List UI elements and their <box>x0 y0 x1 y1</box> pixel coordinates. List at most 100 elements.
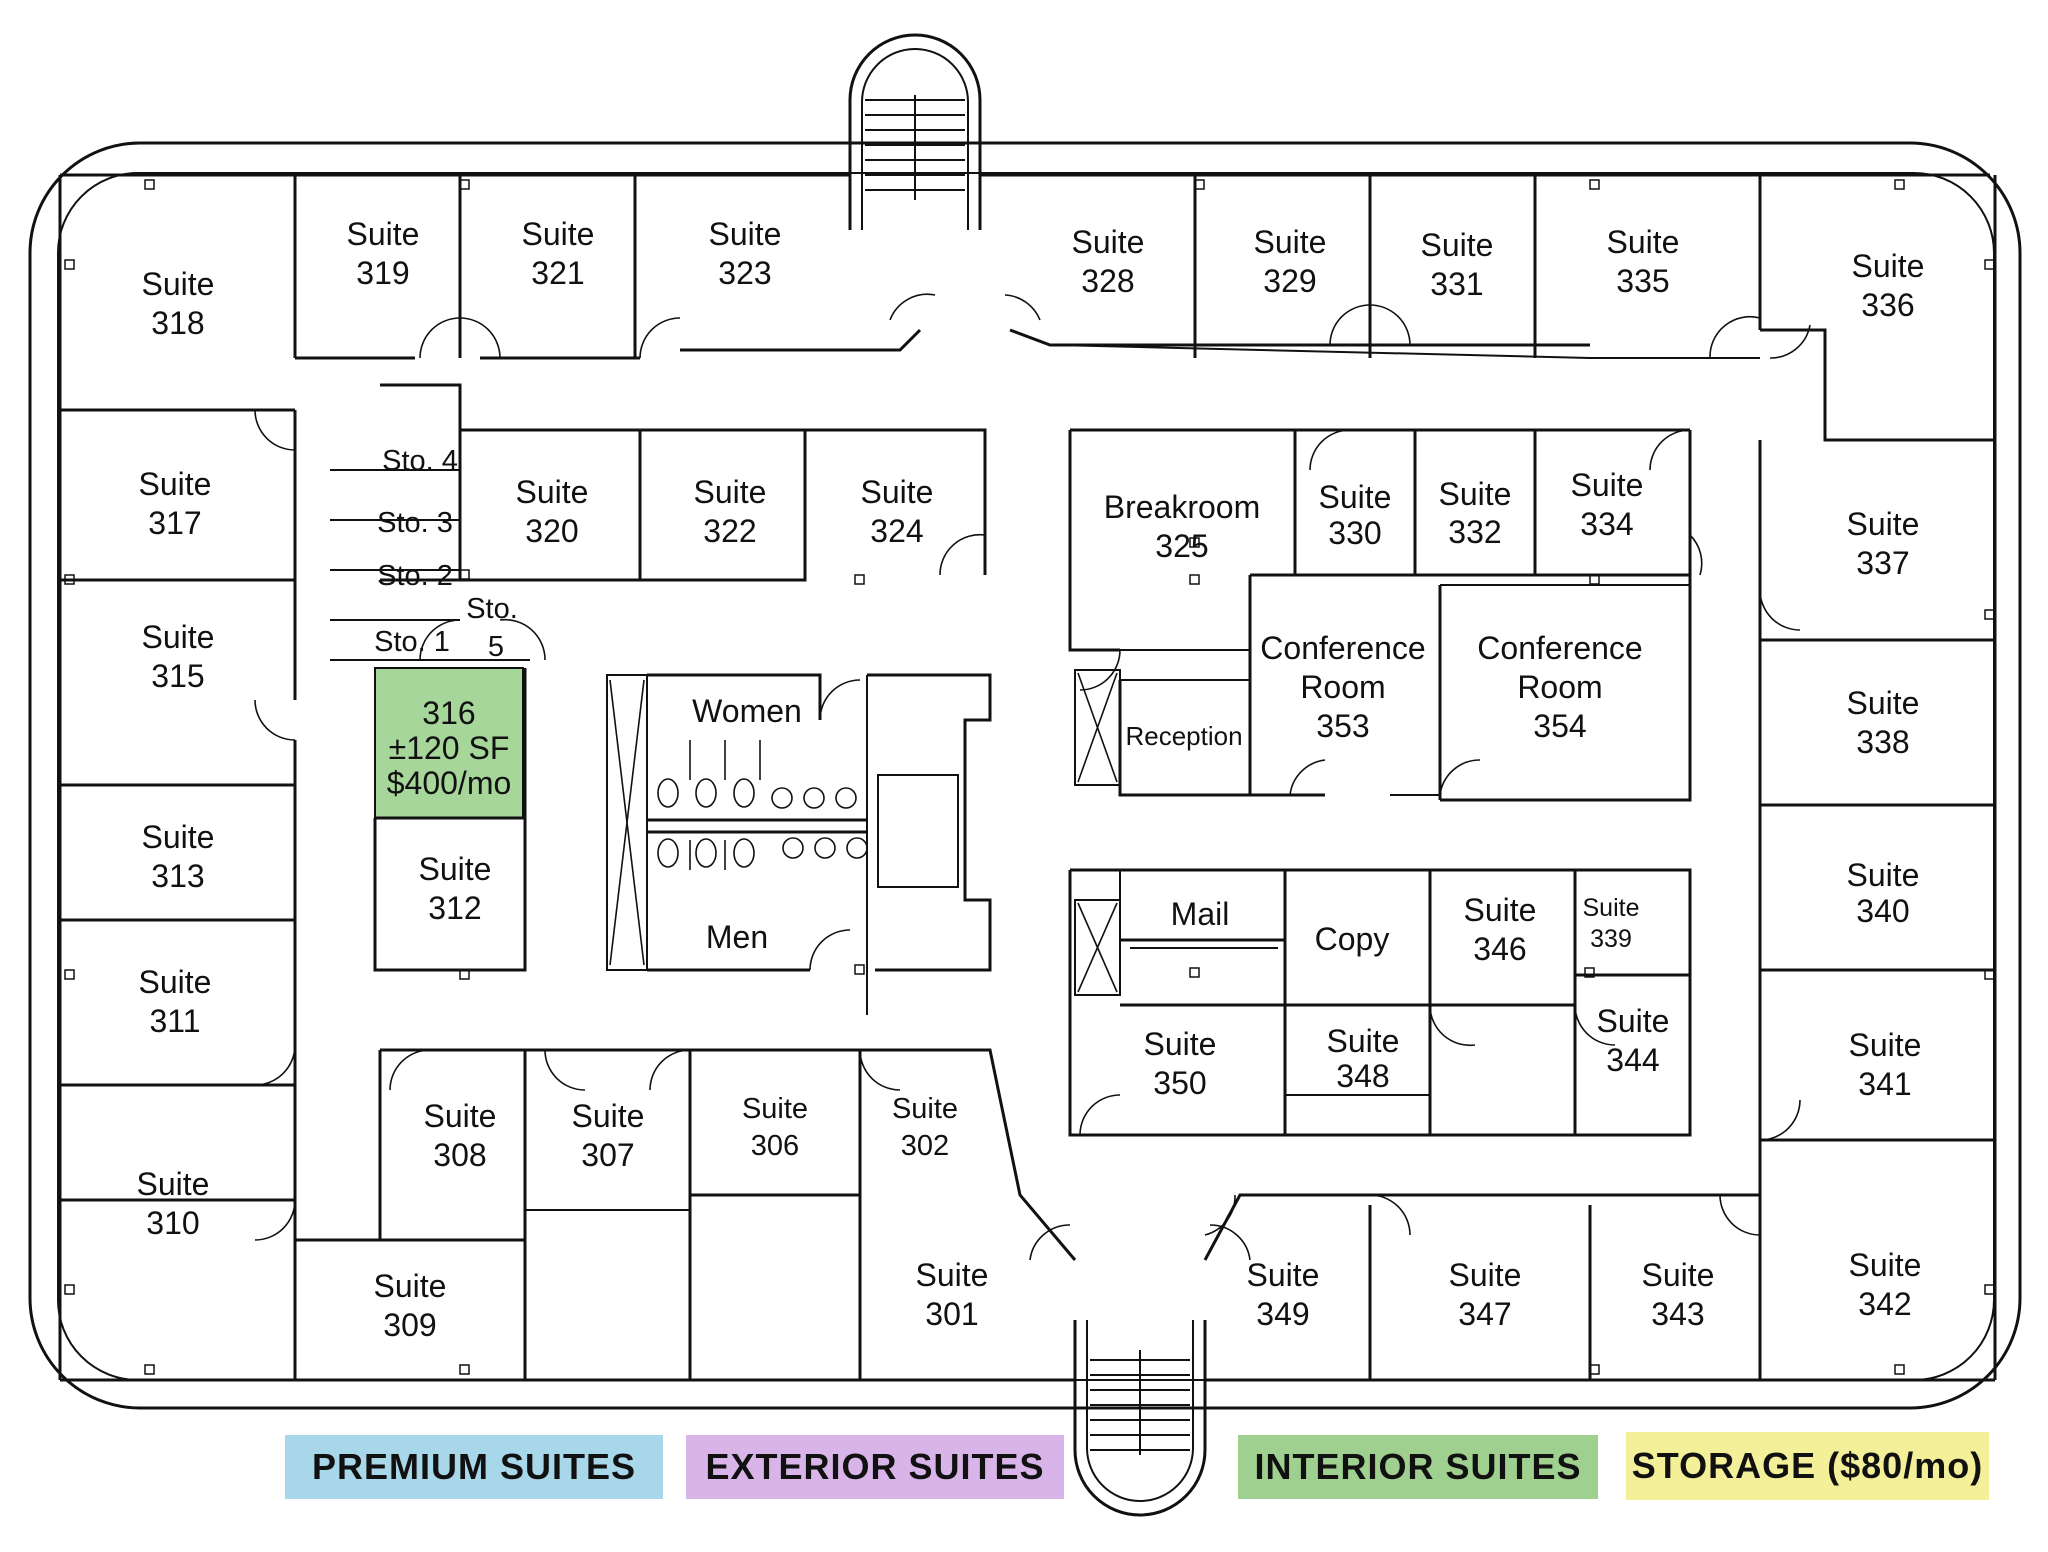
room-label-316-line1: 316 <box>422 695 475 731</box>
room-label-322-line2: 322 <box>703 513 756 549</box>
room-label-sto2: Sto. 2 <box>377 560 453 592</box>
room-label-350-line2: 350 <box>1153 1065 1206 1101</box>
room-label-320-line2: 320 <box>525 513 578 549</box>
room-label-331-line2: 331 <box>1430 266 1483 302</box>
room-label-309-line2: 309 <box>383 1307 436 1343</box>
room-label-women: Women <box>692 693 802 729</box>
room-label-340-line2: 340 <box>1856 893 1909 929</box>
room-label-347-line1: Suite <box>1449 1257 1522 1293</box>
room-label-men: Men <box>706 919 768 955</box>
room-label-322-line1: Suite <box>694 474 767 510</box>
legend-interior: INTERIOR SUITES <box>1238 1435 1598 1499</box>
room-label-323-line2: 323 <box>718 255 771 291</box>
room-label-334-line1: Suite <box>1571 467 1644 503</box>
room-label-332-line1: Suite <box>1439 476 1512 512</box>
room-label-332-line2: 332 <box>1448 514 1501 550</box>
room-label-306-line2: 306 <box>751 1130 799 1162</box>
room-label-310-line2: 310 <box>146 1205 199 1241</box>
restroom-core <box>606 673 992 1015</box>
room-label-copy: Copy <box>1315 921 1390 957</box>
room-label-348-line1: Suite <box>1327 1023 1400 1059</box>
room-label-conf353-line3: 353 <box>1316 708 1369 744</box>
room-label-316-line2: ±120 SF <box>389 730 510 766</box>
room-label-346-line2: 346 <box>1473 931 1526 967</box>
suite-316-highlight <box>374 667 524 819</box>
room-label-335-line2: 335 <box>1616 263 1669 299</box>
room-label-339-line1: Suite <box>1583 894 1640 922</box>
room-label-312-line2: 312 <box>428 890 481 926</box>
room-label-306-line1: Suite <box>742 1093 808 1125</box>
room-label-310-line1: Suite <box>137 1166 210 1202</box>
room-label-311-line2: 311 <box>149 1003 200 1039</box>
room-label-324-line2: 324 <box>870 513 923 549</box>
left-column-walls <box>58 175 297 1380</box>
legend-storage: STORAGE ($80/mo) <box>1626 1432 1989 1500</box>
interior-right-upper <box>1068 428 1692 802</box>
room-label-338-line2: 338 <box>1856 724 1909 760</box>
room-label-348-line2: 348 <box>1336 1058 1389 1094</box>
room-label-308-line2: 308 <box>433 1137 486 1173</box>
room-label-341-line1: Suite <box>1849 1027 1922 1063</box>
room-label-313-line2: 313 <box>151 858 204 894</box>
room-label-338-line1: Suite <box>1847 685 1920 721</box>
room-label-343-line1: Suite <box>1642 1257 1715 1293</box>
room-label-sto5-line1: Sto. <box>466 593 518 625</box>
room-label-conf354-line2: Room <box>1517 669 1602 705</box>
room-label-311-line1: Suite <box>139 964 212 1000</box>
room-label-309-line1: Suite <box>374 1268 447 1304</box>
interior-left-block <box>330 383 987 972</box>
room-label-343-line2: 343 <box>1651 1296 1704 1332</box>
room-label-337-line1: Suite <box>1847 506 1920 542</box>
room-label-301-line2: 301 <box>925 1296 978 1332</box>
room-label-318-line1: Suite <box>142 266 215 302</box>
room-label-breakroom-line1: Breakroom <box>1104 489 1261 525</box>
legend-exterior: EXTERIOR SUITES <box>686 1435 1064 1499</box>
room-label-breakroom-line2: 325 <box>1155 528 1208 564</box>
room-label-328-line2: 328 <box>1081 263 1134 299</box>
room-label-330-line1: Suite <box>1319 479 1392 515</box>
room-label-320-line1: Suite <box>516 474 589 510</box>
room-label-324-line1: Suite <box>861 474 934 510</box>
room-label-337-line2: 337 <box>1856 545 1909 581</box>
room-label-349-line2: 349 <box>1256 1296 1309 1332</box>
building-inner-outline <box>57 172 1995 1381</box>
room-label-344-line2: 344 <box>1606 1042 1659 1078</box>
stair-tower-bottom <box>1073 1320 1207 1517</box>
room-label-312-line1: Suite <box>419 851 492 887</box>
room-label-302-line2: 302 <box>901 1130 949 1162</box>
room-label-307-line1: Suite <box>572 1098 645 1134</box>
stair-tower-top <box>848 33 982 230</box>
room-label-339-line2: 339 <box>1590 925 1632 953</box>
room-label-sto1: Sto. 1 <box>374 626 450 658</box>
building-outline <box>28 141 2022 1410</box>
room-label-301-line1: Suite <box>916 1257 989 1293</box>
room-label-331-line1: Suite <box>1421 227 1494 263</box>
room-label-315-line1: Suite <box>142 619 215 655</box>
room-label-335-line1: Suite <box>1607 224 1680 260</box>
room-label-329-line1: Suite <box>1254 224 1327 260</box>
room-label-reception: Reception <box>1125 721 1242 751</box>
room-label-308-line1: Suite <box>424 1098 497 1134</box>
room-label-344-line1: Suite <box>1597 1003 1670 1039</box>
room-label-336-line1: Suite <box>1852 248 1925 284</box>
top-row-walls <box>60 173 1995 442</box>
room-label-321-line1: Suite <box>522 216 595 252</box>
room-label-302-line1: Suite <box>892 1093 958 1125</box>
room-label-329-line2: 329 <box>1263 263 1316 299</box>
room-label-342-line2: 342 <box>1858 1286 1911 1322</box>
room-label-conf353-line2: Room <box>1300 669 1385 705</box>
room-label-349-line1: Suite <box>1247 1257 1320 1293</box>
room-label-342-line1: Suite <box>1849 1247 1922 1283</box>
interior-right-lower <box>1068 868 1692 1137</box>
room-label-334-line2: 334 <box>1580 506 1633 542</box>
room-label-313-line1: Suite <box>142 819 215 855</box>
room-label-conf354-line3: 354 <box>1533 708 1586 744</box>
room-label-340-line1: Suite <box>1847 857 1920 893</box>
room-label-330-line2: 330 <box>1328 515 1381 551</box>
room-label-315-line2: 315 <box>151 658 204 694</box>
room-label-conf353-line1: Conference <box>1260 630 1425 666</box>
room-label-323-line1: Suite <box>709 216 782 252</box>
legend-premium: PREMIUM SUITES <box>285 1435 663 1499</box>
outlet-markers <box>64 179 1995 1375</box>
